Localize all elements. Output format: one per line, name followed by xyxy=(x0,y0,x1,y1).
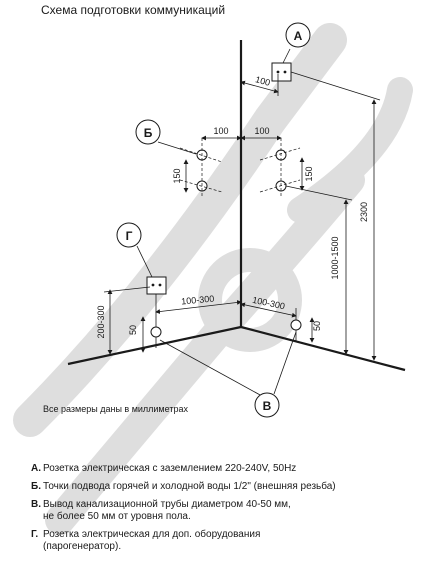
dim-g xyxy=(103,286,242,355)
legend-letter: А. xyxy=(31,463,41,474)
dim-a-offset-label: 100 xyxy=(254,74,271,88)
leader-b xyxy=(157,141,197,155)
leader-a xyxy=(282,48,291,64)
marker-g-circle xyxy=(116,222,142,248)
dim-b-vert-right-label: 150 xyxy=(304,166,314,181)
dim-g-height-label: 200-300 xyxy=(96,305,106,338)
legend-text: Точки подвода горячей и холодной воды 1/… xyxy=(43,481,431,493)
marker-v-circle xyxy=(254,392,280,418)
leader-g xyxy=(136,245,153,278)
dim-v-floor-label: 50 xyxy=(312,321,322,331)
dim-g-floor-label: 50 xyxy=(128,325,138,335)
legend-line: не более 50 мм от уровня пола. xyxy=(43,511,191,522)
units-note: Все размеры даны в миллиметрах xyxy=(43,404,188,414)
marker-g-label: Г xyxy=(126,229,133,243)
marker-b-circle xyxy=(135,119,161,145)
legend-item-v: В. Вывод канализационной трубы диаметром… xyxy=(31,499,431,523)
legend-text: Розетка электрическая с заземлением 220-… xyxy=(43,463,431,475)
drain-g xyxy=(150,326,162,338)
socket-g-pin xyxy=(158,283,162,287)
marker-b-label: Б xyxy=(144,126,153,140)
dim-height-socket-label: 1000-1500 xyxy=(330,236,340,279)
dim-b-vertical xyxy=(183,157,305,193)
watermark xyxy=(13,23,413,535)
dim-height-socket xyxy=(285,185,353,355)
socket-g: Г xyxy=(116,222,167,295)
legend-line: Точки подвода горячей и холодной воды 1/… xyxy=(43,481,336,492)
dim-b-left-label: 100 xyxy=(213,126,228,136)
legend-letter: В. xyxy=(31,499,41,510)
socket-a-box xyxy=(271,62,292,82)
legend-letter: Г. xyxy=(31,529,39,540)
legend-letter: Б. xyxy=(31,481,41,492)
dim-b-vert-left-label: 150 xyxy=(172,168,182,183)
dim-height-total xyxy=(290,71,381,361)
watermark-ring xyxy=(198,248,302,352)
watermark-stroke xyxy=(287,77,413,223)
legend-text: Розетка электрическая для доп. оборудова… xyxy=(43,529,431,553)
floor-right-line xyxy=(240,325,406,372)
socket-a-pin xyxy=(276,70,280,74)
legend: А. Розетка электрическая с заземлением 2… xyxy=(31,463,431,559)
socket-g-box xyxy=(146,276,167,295)
marker-v-label: В xyxy=(263,399,272,413)
socket-g-pin xyxy=(151,283,155,287)
legend-line: Розетка электрическая с заземлением 220-… xyxy=(43,463,297,474)
legend-line: Розетка электрическая для доп. оборудова… xyxy=(43,529,261,540)
legend-text: Вывод канализационной трубы диаметром 40… xyxy=(43,499,431,523)
leader-v xyxy=(159,339,263,397)
leader-v xyxy=(273,331,297,395)
legend-item-g: Г. Розетка электрическая для доп. оборуд… xyxy=(31,529,431,553)
socket-a-pin xyxy=(283,70,287,74)
marker-a-label: А xyxy=(294,29,303,43)
diagram-title: Схема подготовки коммуникаций xyxy=(41,3,226,17)
legend-item-a: А. Розетка электрическая с заземлением 2… xyxy=(31,463,431,475)
floor-left-line xyxy=(67,325,242,366)
dim-height-total-label: 2300 xyxy=(359,202,369,222)
legend-item-b: Б. Точки подвода горячей и холодной воды… xyxy=(31,481,431,493)
dim-g-offset-label: 100-300 xyxy=(181,294,215,307)
marker-a-circle xyxy=(285,22,311,48)
drain-v xyxy=(290,319,302,331)
legend-line: Вывод канализационной трубы диаметром 40… xyxy=(43,499,291,510)
legend-line: (парогенератор). xyxy=(43,541,122,552)
dim-b-right-label: 100 xyxy=(254,126,269,136)
dim-a-offset xyxy=(240,74,279,96)
marker-v: В xyxy=(159,331,297,418)
